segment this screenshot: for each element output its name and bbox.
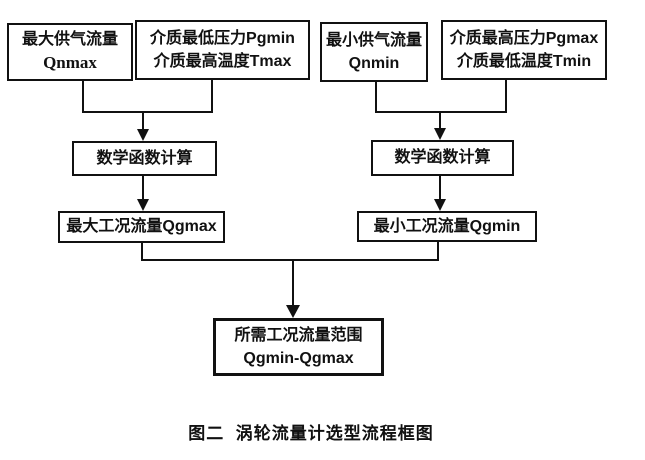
node-calc-left-label: 数学函数计算 (96, 149, 193, 167)
node-qnmax: 最大供气流量 Qnmax (7, 23, 133, 81)
node-qnmin: 最小供气流量 Qnmin (320, 22, 428, 82)
figure-caption: 图二 涡轮流量计选型流程框图 (188, 424, 434, 443)
node-calc-left: 数学函数计算 (72, 141, 217, 176)
node-calc-right-label: 数学函数计算 (394, 149, 491, 167)
node-qnmin-line1: 最小供气流量 (325, 31, 422, 49)
node-qnmin-line2: Qnmin (348, 55, 400, 72)
node-qnmax-line1: 最大供气流量 (21, 31, 118, 49)
node-qgmax: 最大工况流量Qgmax (58, 211, 225, 243)
node-result-line1: 所需工况流量范围 (234, 326, 363, 344)
node-pgmin-tmax-line2: 介质最高温度Tmax (153, 53, 292, 70)
node-result-line2: Qgmin-Qgmax (243, 350, 354, 367)
node-pgmin-tmax: 介质最低压力Pgmin 介质最高温度Tmax (135, 20, 310, 80)
node-qnmax-line2: Qnmax (43, 53, 97, 73)
node-pgmax-tmin: 介质最高压力Pgmax 介质最低温度Tmin (441, 20, 607, 80)
node-qgmin: 最小工况流量Qgmin (357, 211, 537, 242)
node-calc-right: 数学函数计算 (371, 140, 514, 176)
node-pgmax-tmin-line2: 介质最低温度Tmin (456, 53, 592, 70)
node-pgmax-tmin-line1: 介质最高压力Pgmax (449, 29, 599, 47)
node-pgmin-tmax-line1: 介质最低压力Pgmin (150, 29, 295, 47)
node-result: 所需工况流量范围 Qgmin-Qgmax (213, 318, 384, 376)
node-qgmin-label: 最小工况流量Qgmin (373, 217, 521, 235)
node-qgmax-label: 最大工况流量Qgmax (66, 218, 217, 236)
